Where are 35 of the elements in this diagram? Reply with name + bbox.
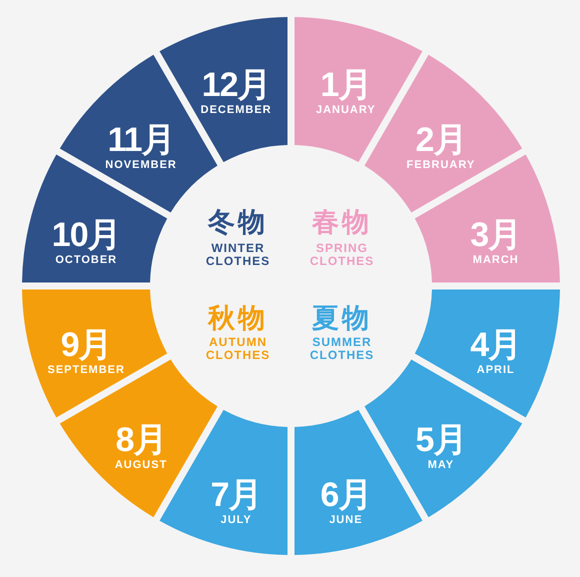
month-number: 5月 [415,422,466,457]
season-caption: AUTUMN CLOTHES [206,336,270,362]
month-name: AUGUST [114,458,168,471]
month-name: DECEMBER [200,104,272,116]
month-number: 8月 [116,422,167,457]
season-caption: SUMMER CLOTHES [310,336,374,362]
month-number: 10月 [52,218,121,252]
season-title: 秋物 [208,303,268,333]
month-number: 4月 [470,328,522,362]
month-name: SEPTEMBER [47,364,125,376]
season-title: 春物 [312,207,372,237]
month-name: MAY [428,458,454,471]
month-number: 7月 [210,478,262,512]
month-name: JULY [220,514,252,526]
month-name: NOVEMBER [105,159,177,172]
ring-segment [364,359,523,518]
ring-segment [414,289,560,418]
season-caption: SPRING CLOTHES [310,242,374,268]
month-name: OCTOBER [55,254,118,266]
month-number: 2月 [415,123,466,158]
month-number: 1月 [320,68,372,102]
season-title: 冬物 [208,207,268,237]
month-number: 12月 [202,68,271,102]
month-name: APRIL [476,364,515,376]
month-number: 11月 [108,123,175,158]
ring-segment [22,289,168,418]
month-name: JANUARY [316,104,376,116]
month-name: MARCH [472,254,519,266]
month-name: JUNE [329,514,363,526]
season-caption: WINTER CLOTHES [206,242,270,268]
season-title: 夏物 [312,303,372,333]
month-number: 3月 [470,218,522,252]
month-number: 6月 [320,478,372,512]
month-number: 9月 [60,328,112,362]
month-name: FEBRUARY [406,159,476,172]
